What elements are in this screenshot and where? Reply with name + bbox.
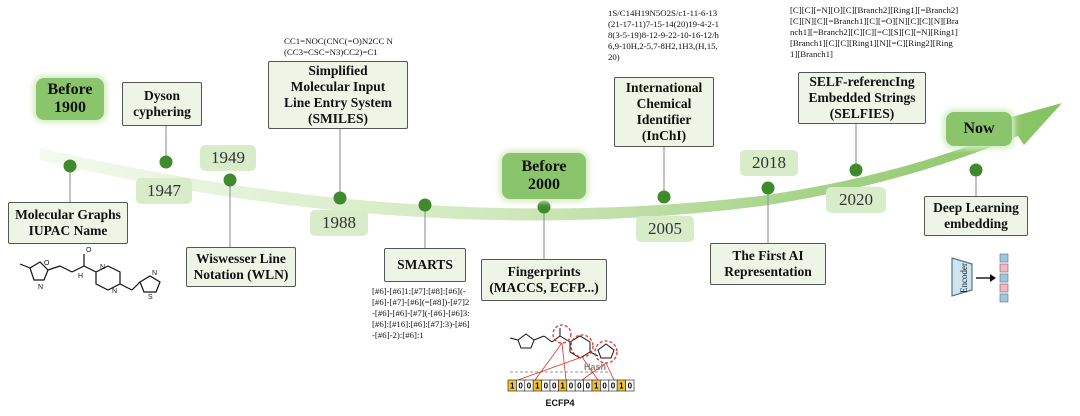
node-1900	[63, 159, 77, 173]
text: 2000	[528, 176, 560, 193]
text: Chemical	[636, 96, 692, 111]
svg-text:N: N	[152, 270, 157, 277]
text: Notation (WLN)	[193, 267, 289, 282]
fingerprint-bit-label: 0	[611, 382, 616, 391]
text: cyphering	[133, 104, 191, 119]
node-now	[969, 163, 983, 177]
svg-text:N: N	[112, 288, 117, 295]
fingerprint-bit-label: 1	[619, 382, 624, 391]
text: SELF-referencIng	[809, 74, 915, 89]
svg-text:N: N	[100, 264, 105, 271]
svg-text:N: N	[38, 284, 43, 291]
milestone-first-ai: The First AI Representation	[710, 243, 826, 285]
text: IUPAC Name	[28, 223, 108, 238]
fingerprint-bit-label: 0	[552, 382, 557, 391]
fingerprint-bit-label: 0	[569, 382, 574, 391]
era-before-1900: Before 1900	[36, 78, 104, 120]
text: 1900	[54, 99, 86, 116]
node-2000	[537, 200, 551, 214]
fingerprint-bit-label: 0	[577, 382, 582, 391]
text: (InChI)	[641, 128, 687, 143]
text: Line Entry System	[284, 95, 392, 110]
fingerprint-bit-label: 0	[527, 382, 532, 391]
text: embedding	[944, 216, 1008, 231]
selfies-string: [C][C][=N][O][C][Branch2][Ring1][=Branch…	[790, 5, 959, 59]
fingerprint-bit-label: 0	[628, 382, 633, 391]
fingerprint-bit-label: 1	[535, 382, 540, 391]
era-before-2000: Before 2000	[502, 153, 586, 199]
milestone-selfies: SELF-referencIng Embedded Strings (SELFI…	[798, 72, 926, 124]
year-1949: 1949	[200, 145, 256, 171]
milestone-dyson: Dyson cyphering	[122, 82, 202, 126]
fingerprint-bit-label: 1	[560, 382, 565, 391]
node-1947	[159, 155, 173, 169]
svg-text:H: H	[78, 273, 83, 280]
svg-text:O: O	[86, 247, 92, 254]
text: SMARTS	[397, 257, 453, 272]
year-1988: 1988	[310, 210, 368, 236]
text: Before	[47, 81, 93, 98]
smiles-string: CC1=NOC(CNC(=O)N2CC N(CC3=CSC=N3)CC2)=C1	[284, 36, 393, 57]
fingerprint-bit-label: 1	[594, 382, 599, 391]
node-2005	[657, 190, 671, 204]
fingerprint-bit-label: 1	[510, 382, 515, 391]
fingerprint-bit-label: 0	[586, 382, 591, 391]
text: Molecular Graphs	[15, 207, 121, 222]
fingerprint-bit-label: 0	[602, 382, 607, 391]
milestone-smiles: Simplified Molecular Input Line Entry Sy…	[268, 61, 408, 129]
text: Deep Learning	[933, 200, 1019, 215]
molecule-structure-1	[19, 254, 161, 293]
timeline-arrow	[40, 103, 1062, 221]
hash-label: Hash	[583, 362, 606, 372]
milestone-smarts: SMARTS	[384, 248, 466, 282]
milestone-fingerprints: Fingerprints (MACCS, ECFP...)	[481, 259, 607, 301]
node-1988	[333, 191, 347, 205]
text: Dyson	[143, 88, 180, 103]
fingerprint-bit-cell	[625, 379, 635, 392]
text: (MACCS, ECFP...)	[489, 280, 599, 295]
node-1949	[223, 173, 237, 187]
svg-text:O: O	[44, 260, 50, 267]
hash-lines	[517, 342, 615, 381]
text: Simplified	[308, 63, 368, 78]
milestone-molecular-graphs: Molecular Graphs IUPAC Name	[8, 202, 128, 244]
sound-wave-graphic	[739, 298, 797, 334]
ecfp4-caption: ECFP4	[545, 398, 575, 408]
node-smarts	[418, 198, 432, 212]
year-2020: 2020	[826, 187, 886, 213]
text: Fingerprints	[507, 264, 581, 279]
smarts-string: [#6]-[#6]1:[#7]:[#8]:[#6](-[#6]-[#7]-[#6…	[372, 286, 470, 340]
text: (SMILES)	[307, 111, 368, 126]
year-2018: 2018	[740, 150, 798, 176]
text: Molecular Input	[290, 79, 386, 94]
fingerprint-bit-label: 0	[544, 382, 549, 391]
milestone-deep-learning: Deep Learning embedding	[924, 196, 1028, 236]
text: Embedded Strings	[808, 90, 916, 105]
inchi-string: 1S/C14H19N5O2S/c1-11-6-13(21-17-11)7-15-…	[608, 8, 720, 62]
text: Representation	[724, 264, 812, 279]
milestone-inchi: International Chemical Identifier (InChI…	[614, 77, 714, 147]
fingerprint-bit-label: 0	[518, 382, 523, 391]
encoder-graphic	[951, 253, 1009, 303]
era-now: Now	[946, 112, 1012, 146]
milestone-wln: Wiswesser Line Notation (WLN)	[186, 247, 296, 287]
year-2005: 2005	[636, 216, 694, 242]
timeline-nodes	[63, 155, 983, 214]
node-2018	[761, 181, 775, 195]
text: Identifier	[636, 112, 692, 127]
hash-circles	[552, 324, 618, 364]
node-2020	[849, 163, 863, 177]
svg-text:S: S	[148, 294, 153, 301]
text: International	[625, 80, 703, 95]
year-1947: 1947	[136, 178, 192, 204]
text: Before	[521, 158, 567, 175]
text: Wiswesser Line	[196, 251, 286, 266]
text: Now	[963, 120, 995, 137]
text: (SELFIES)	[829, 106, 895, 121]
text: The First AI	[732, 248, 804, 263]
encoder-label: Encoder	[959, 263, 969, 293]
